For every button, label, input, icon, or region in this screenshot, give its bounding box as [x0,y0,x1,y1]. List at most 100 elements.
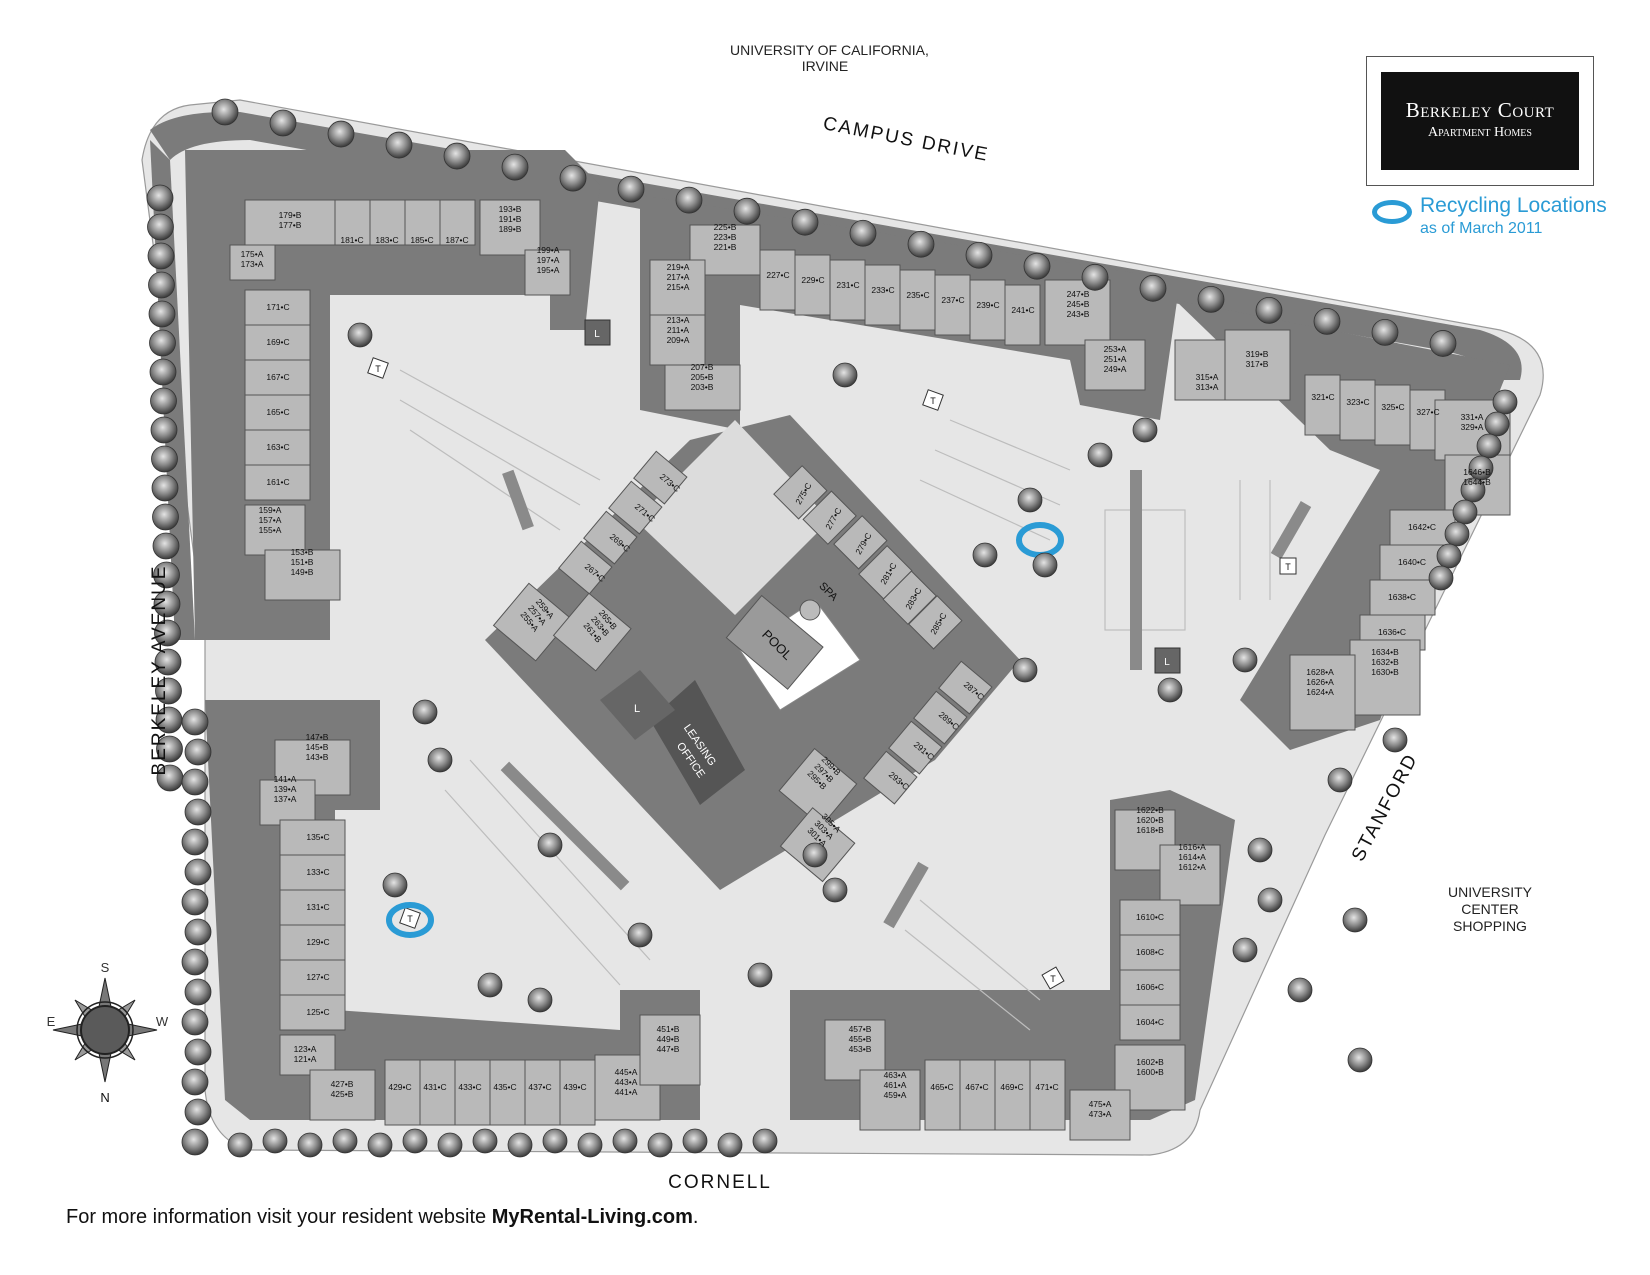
unit-number: 447•B [657,1044,680,1054]
tree-icon [1313,307,1341,335]
tree-icon [148,300,176,328]
unit-number: 247•B [1067,289,1090,299]
unit-group-1642: 1642•C [1408,522,1436,532]
unit-number: 147•B [306,732,329,742]
unit-number: 163•C [266,442,289,452]
tree-icon [1428,565,1454,591]
tree-icon [151,474,179,502]
unit-number: 459•A [884,1090,907,1100]
tree-icon [1012,657,1038,683]
unit-number: 451•B [657,1024,680,1034]
unit-number: 453•B [849,1044,872,1054]
unit-group-125: 125•C [306,1007,329,1017]
unit-group-431: 431•C [423,1082,446,1092]
unit-number: 233•C [871,285,894,295]
unit-number: 331•A [1461,412,1484,422]
footer-note: For more information visit your resident… [66,1206,698,1229]
parking-lots [399,369,1271,1031]
tree-icon [181,768,209,796]
tree-icon [537,832,563,858]
pool [725,594,824,690]
unit-group-465: 465•C [930,1082,953,1092]
unit-number: 221•B [714,242,737,252]
unit-number: 465•C [930,1082,953,1092]
trash-label-4: T [407,914,413,924]
unit-group-323: 323•C [1346,397,1369,407]
tree-icon [184,918,212,946]
tree-icon [332,1128,358,1154]
leasing-office [650,680,745,805]
tree-icon [527,987,553,1013]
unit-group-165: 165•C [266,407,289,417]
tree-icon [1032,552,1058,578]
tree-icon [1476,433,1502,459]
logo-box: Berkeley Court Apartment Homes [1366,56,1594,186]
laundry-label-center: L [634,703,640,715]
unit-number: 429•C [388,1082,411,1092]
unit-number: 169•C [266,337,289,347]
unit-number: 137•A [274,794,297,804]
tree-icon [802,842,828,868]
tree-icon [1197,285,1225,313]
unit-group-327: 327•C [1416,407,1439,417]
building-cluster-sw [205,700,701,1126]
tree-icon [152,532,180,560]
tree-icon [427,747,453,773]
logo-subtitle: Apartment Homes [1428,125,1532,140]
tree-icon [647,1132,673,1158]
unit-group-229: 229•C [801,275,824,285]
resident-website-link[interactable]: MyRental-Living.com [491,1206,693,1228]
tree-icon [262,1128,288,1154]
tree-icon [1157,677,1183,703]
unit-number: 1606•C [1136,982,1164,992]
unit-number: 327•C [1416,407,1439,417]
unit-group-161: 161•C [266,477,289,487]
spa-tub [799,599,821,621]
unit-group-435: 435•C [493,1082,516,1092]
unit-group-433: 433•C [458,1082,481,1092]
logo-title: Berkeley Court [1405,98,1555,122]
unit-number: 1622•B [1136,805,1164,815]
unit-number: 183•C [375,235,398,245]
tree-icon [181,1008,209,1036]
tree-icon [627,922,653,948]
trash-markers [367,357,1297,990]
unit-number: 1646•B [1463,467,1491,477]
tree-icon [477,972,503,998]
unit-number: 1616•A [1178,842,1206,852]
tree-icon [507,1132,533,1158]
unit-number: 1628•A [1306,667,1334,677]
tree-icon [1017,487,1043,513]
building-cluster-n [640,195,1180,430]
compass-east: E [47,1014,56,1029]
unit-number: 323•C [1346,397,1369,407]
unit-number: 211•A [667,325,690,335]
unit-number: 217•A [667,272,690,282]
unit-group-321: 321•C [1311,392,1334,402]
unit-number: 427•B [331,1079,354,1089]
tree-icon [1232,937,1258,963]
tree-icon [1452,499,1478,525]
unit-number: 461•A [884,1080,907,1090]
unit-number: 195•A [537,265,560,275]
tree-icon [791,208,819,236]
tree-icon [747,962,773,988]
trash-label-2: T [930,396,936,406]
tree-icon [559,164,587,192]
tree-icon [1257,887,1283,913]
unit-number: 1618•B [1136,825,1164,835]
tree-icon [1247,837,1273,863]
unit-number: 313•A [1196,382,1219,392]
unit-number: 437•C [528,1082,551,1092]
unit-number: 1620•B [1136,815,1164,825]
unit-number: 155•A [259,525,282,535]
unit-number: 317•B [1246,359,1269,369]
tree-icon [150,387,177,415]
tree-icon [1232,647,1258,673]
unit-number: 433•C [458,1082,481,1092]
recycling-legend-title: Recycling Locations [1420,194,1607,217]
